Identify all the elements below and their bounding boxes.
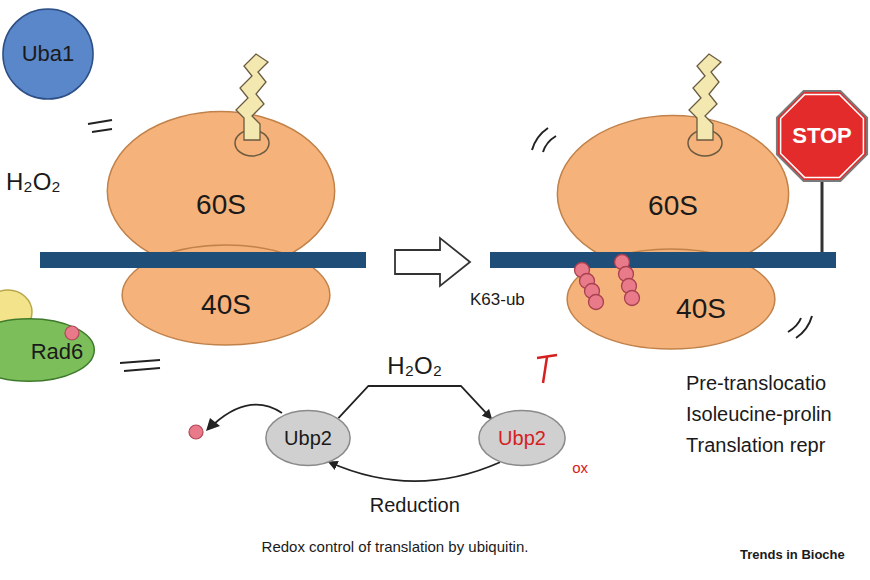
ribosome-subunit: 40S [120,244,332,346]
node-label: 60S [648,191,698,222]
reaction-arrow [338,386,490,418]
inhibition-stem [543,357,547,383]
sign-post [821,180,824,256]
arrowhead [206,418,220,431]
motion-arc [796,316,812,338]
node-label: 40S [676,294,726,325]
trna [236,54,268,140]
note-text: Translation repr [686,434,825,457]
ubiquitin [189,425,203,439]
edge-label: Reduction [368,494,462,517]
enzyme-ellipse: Ubp2 [265,410,351,466]
ubiquitin [589,295,604,310]
node-label: Uba1 [22,42,75,66]
motion-arc [543,136,556,152]
figure-caption: Redox control of translation by ubiquiti… [262,538,529,555]
ubiquitin [625,291,640,306]
trna [689,54,721,140]
enzyme-ellipse: Ubp2ox [478,410,566,466]
release-arrow [214,405,282,424]
trna-site [688,130,722,156]
note-text: Pre-translocatio [686,372,826,395]
transition-arrow [395,238,470,286]
node-label: 60S [196,190,246,221]
reaction-arrow [330,462,501,481]
chemical-label: H₂O₂ [6,168,61,196]
trna-site [235,130,269,156]
motion-line [88,120,112,124]
ubiquitin [575,263,590,278]
node-label: Ubp2 [284,427,332,449]
node-label: STOP [792,124,852,148]
motion-line [92,129,112,132]
node-label: Ubp2 [498,427,546,449]
motion-arc [788,318,801,332]
node-shape [565,248,777,350]
mrna [490,252,836,268]
ubiquitin [585,284,600,299]
node-label: 40S [201,290,251,321]
subscript-label: ox [572,460,588,477]
ubiquitin [615,255,630,270]
note-text: Isoleucine-prolin [686,403,832,426]
ubiquitin [580,274,595,289]
ubiquitin [619,267,634,282]
enzyme-circle: Uba1 [2,8,94,100]
edge-label: H₂O₂ [385,352,444,380]
motion-line [120,360,160,363]
ubiquitin [622,279,637,294]
enzyme-ellipse: Rad6 [0,318,95,382]
ribosome-subunit: 40S [565,248,777,350]
mrna [40,252,366,268]
node-label: Rad6 [31,340,84,364]
ubiquitin [65,326,79,340]
motion-line [124,368,160,371]
stop-sign: STOP [776,90,868,182]
journal-watermark: Trends in Bioche [740,548,845,563]
modification-label: K63-ub [470,290,525,310]
